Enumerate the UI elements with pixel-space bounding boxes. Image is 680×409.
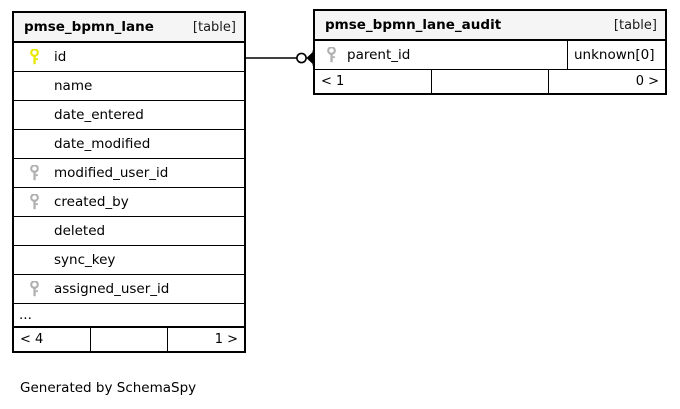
- entity-kind-label: [table]: [613, 17, 657, 33]
- column-name: date_entered: [54, 107, 144, 123]
- entity-header: pmse_bpmn_lane_audit [table]: [315, 11, 665, 41]
- entity-kind-label: [table]: [192, 19, 236, 35]
- foreign-key-icon: [14, 194, 54, 210]
- column-name: name: [54, 78, 93, 94]
- footer-prev-count[interactable]: < 1: [315, 70, 432, 93]
- column-row[interactable]: parent_id unknown[0]: [315, 41, 665, 70]
- entity-title: pmse_bpmn_lane_audit: [325, 17, 502, 33]
- column-row[interactable]: created_by: [14, 188, 244, 217]
- footer-middle: [432, 70, 549, 93]
- entity-table-pmse-bpmn-lane-audit[interactable]: pmse_bpmn_lane_audit [table] parent_id u…: [313, 9, 667, 95]
- foreign-key-icon: [315, 47, 347, 63]
- column-row[interactable]: deleted: [14, 217, 244, 246]
- foreign-key-icon: [14, 281, 54, 297]
- footer-middle: [91, 328, 168, 351]
- column-name: created_by: [54, 194, 129, 210]
- footer-next-count[interactable]: 1 >: [214, 332, 238, 347]
- entity-footer: < 4 1 >: [14, 328, 244, 351]
- column-row[interactable]: id: [14, 43, 244, 72]
- footer-next-count[interactable]: 0 >: [635, 74, 659, 89]
- entity-header: pmse_bpmn_lane [table]: [14, 13, 244, 43]
- column-row[interactable]: name: [14, 72, 244, 101]
- more-columns-indicator: ...: [14, 304, 244, 328]
- column-row[interactable]: date_entered: [14, 101, 244, 130]
- column-name: modified_user_id: [54, 165, 169, 181]
- footer-prev-count[interactable]: < 4: [14, 328, 91, 351]
- primary-key-icon: [14, 49, 54, 65]
- foreign-key-icon: [14, 165, 54, 181]
- column-row[interactable]: modified_user_id: [14, 159, 244, 188]
- column-name: date_modified: [54, 136, 151, 152]
- column-name: parent_id: [347, 47, 411, 63]
- column-row[interactable]: assigned_user_id: [14, 275, 244, 304]
- column-row[interactable]: date_modified: [14, 130, 244, 159]
- column-type: unknown[0]: [567, 41, 665, 69]
- generated-by-credit: Generated by SchemaSpy: [20, 380, 197, 396]
- column-name: id: [54, 49, 67, 65]
- column-row[interactable]: sync_key: [14, 246, 244, 275]
- entity-table-pmse-bpmn-lane[interactable]: pmse_bpmn_lane [table] id name date_ente…: [12, 11, 246, 353]
- column-name: sync_key: [54, 252, 116, 268]
- entity-footer: < 1 0 >: [315, 70, 665, 93]
- relationship-connector-id-to-parent-id[interactable]: [244, 44, 320, 72]
- column-name: assigned_user_id: [54, 281, 170, 297]
- entity-title: pmse_bpmn_lane: [24, 19, 154, 35]
- column-name: deleted: [54, 223, 106, 239]
